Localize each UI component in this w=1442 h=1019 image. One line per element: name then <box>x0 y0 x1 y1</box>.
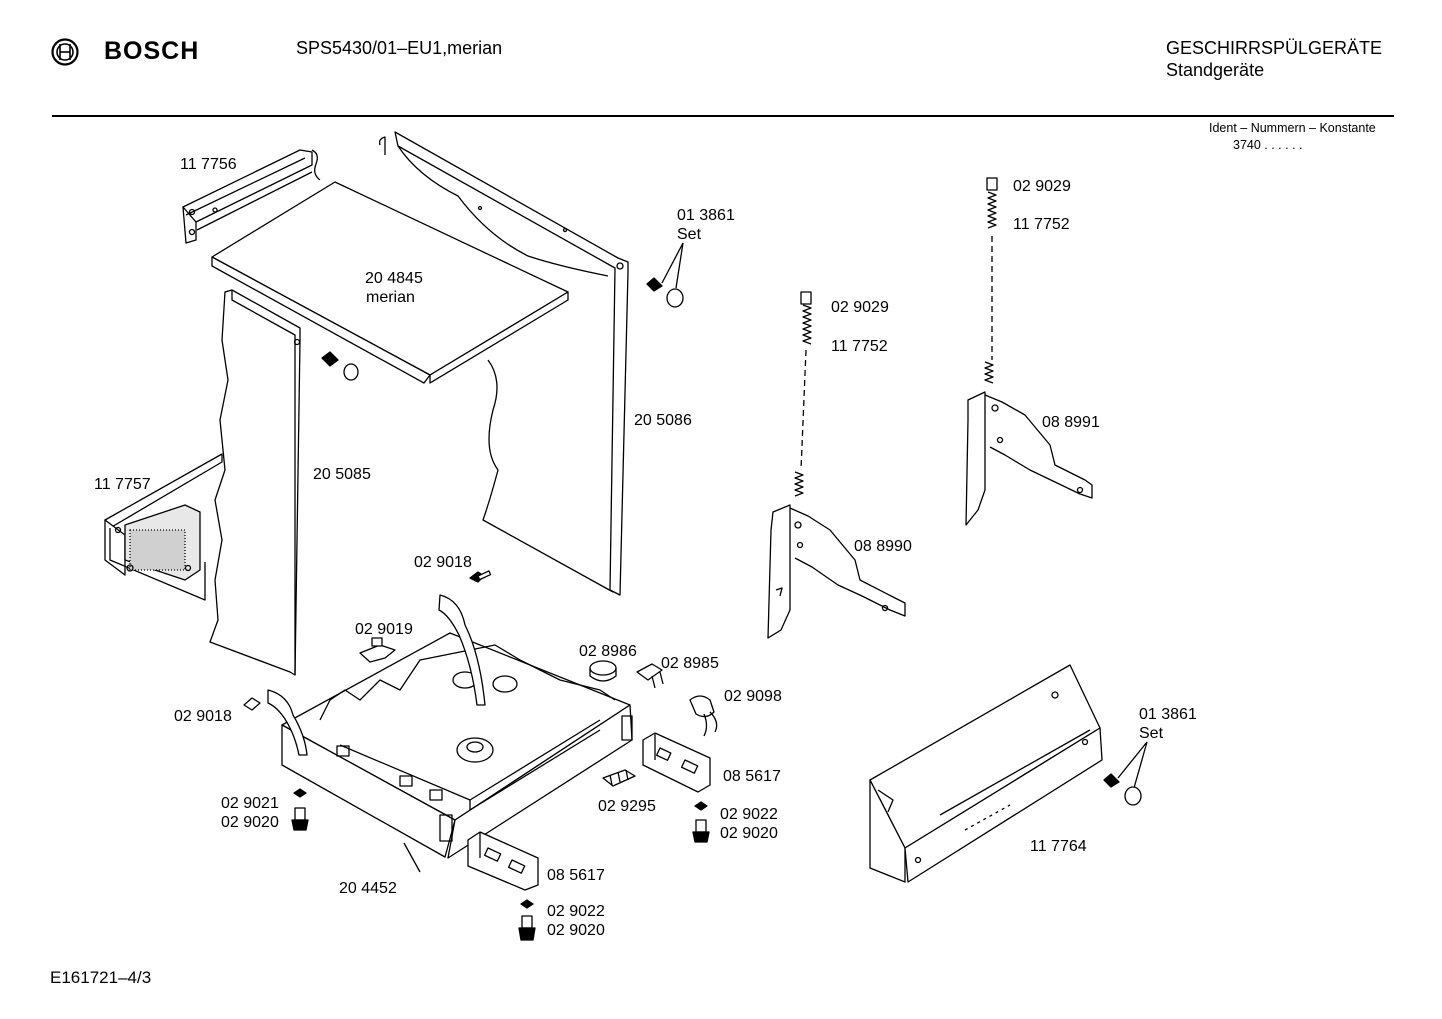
middle-spring-part[interactable] <box>795 292 811 496</box>
label-kickplate: 11 7764 <box>1030 838 1087 855</box>
screw-set-top-part[interactable] <box>647 243 683 307</box>
label-screw-set-top-num: 01 3861 <box>677 207 735 224</box>
label-top-rail: 11 7756 <box>180 156 237 173</box>
top-rail-part[interactable] <box>183 150 320 243</box>
leader-lines <box>404 843 420 872</box>
label-cable: 02 9098 <box>724 688 782 705</box>
label-foot-left: 02 9020 <box>221 814 279 831</box>
label-clip-top: 02 9018 <box>414 554 472 571</box>
label-worktop-num: 20 4845 <box>365 270 423 287</box>
connector-part[interactable] <box>603 770 635 786</box>
bosch-armature-icon <box>51 38 79 66</box>
label-nut-bottom: 02 9022 <box>547 903 605 920</box>
foot-bottom-part[interactable] <box>519 900 535 940</box>
label-screw-set-bottom-num: 01 3861 <box>1139 706 1197 723</box>
base-part[interactable] <box>268 595 632 858</box>
label-nut-right: 02 9022 <box>720 806 778 823</box>
kickplate-part[interactable] <box>870 665 1102 882</box>
worktop-part[interactable] <box>212 182 568 383</box>
label-left-side-panel: 20 5085 <box>313 466 371 483</box>
category-title: GESCHIRRSPÜLGERÄTE <box>1166 38 1383 58</box>
label-nut-left: 02 9021 <box>221 795 279 812</box>
label-worktop-name: merian <box>366 289 415 306</box>
label-base: 20 4452 <box>339 880 397 897</box>
label-spring-right-a: 02 9029 <box>1013 178 1071 195</box>
model-number: SPS5430/01–EU1,merian <box>296 38 503 58</box>
screw-cap-pair-top-left[interactable] <box>322 352 358 380</box>
foot-left-part[interactable] <box>292 789 308 830</box>
label-spring-mid-a: 02 9029 <box>831 299 889 316</box>
clip-top-part[interactable] <box>470 571 491 582</box>
label-spring-right-b: 11 7752 <box>1013 216 1070 233</box>
label-foot-bottom: 02 9020 <box>547 922 605 939</box>
brand-name: BOSCH <box>104 37 200 65</box>
cap-part[interactable] <box>590 661 616 681</box>
header-divider <box>52 115 1394 117</box>
clip-left-part[interactable] <box>244 698 260 710</box>
label-spring-mid-b: 11 7752 <box>831 338 888 355</box>
cable-part[interactable] <box>690 696 717 736</box>
right-spring-part[interactable] <box>985 178 997 383</box>
foot-pad-right-part[interactable] <box>643 733 710 792</box>
ident-value: 3740 . . . . . . <box>1233 138 1303 152</box>
label-foot-pad-bottom: 08 5617 <box>547 867 605 884</box>
foot-right-part[interactable] <box>693 802 709 842</box>
subcategory-title: Standgeräte <box>1166 60 1265 80</box>
screw-set-bottom-part[interactable] <box>1104 742 1147 805</box>
document-id: E161721–4/3 <box>50 968 152 987</box>
label-clip-mid: 02 9019 <box>355 621 413 638</box>
label-clip-left: 02 9018 <box>174 708 232 725</box>
foot-pad-bottom-part[interactable] <box>468 832 538 890</box>
right-side-panel-part[interactable] <box>380 132 628 595</box>
label-left-rail: 11 7757 <box>94 476 151 493</box>
clip-mid-part[interactable] <box>360 638 395 662</box>
label-foot-right: 02 9020 <box>720 825 778 842</box>
label-switch: 02 8985 <box>661 655 719 672</box>
label-connector: 02 9295 <box>598 798 656 815</box>
left-side-panel-part[interactable] <box>210 290 300 675</box>
switch-part[interactable] <box>637 664 663 688</box>
right-hinge-part[interactable] <box>966 392 1092 525</box>
label-cap: 02 8986 <box>579 643 637 660</box>
label-foot-pad-right: 08 5617 <box>723 768 781 785</box>
label-right-side-panel: 20 5086 <box>634 412 692 429</box>
bosch-logo: BOSCH <box>50 37 200 69</box>
ident-label: Ident – Nummern – Konstante <box>1209 121 1376 135</box>
label-screw-set-top-set: Set <box>677 226 702 243</box>
label-hinge-right: 08 8991 <box>1042 414 1100 431</box>
left-rail-part[interactable] <box>105 454 222 600</box>
label-screw-set-bottom-set: Set <box>1139 725 1164 742</box>
middle-hinge-part[interactable] <box>768 505 905 638</box>
label-hinge-mid: 08 8990 <box>854 538 912 555</box>
